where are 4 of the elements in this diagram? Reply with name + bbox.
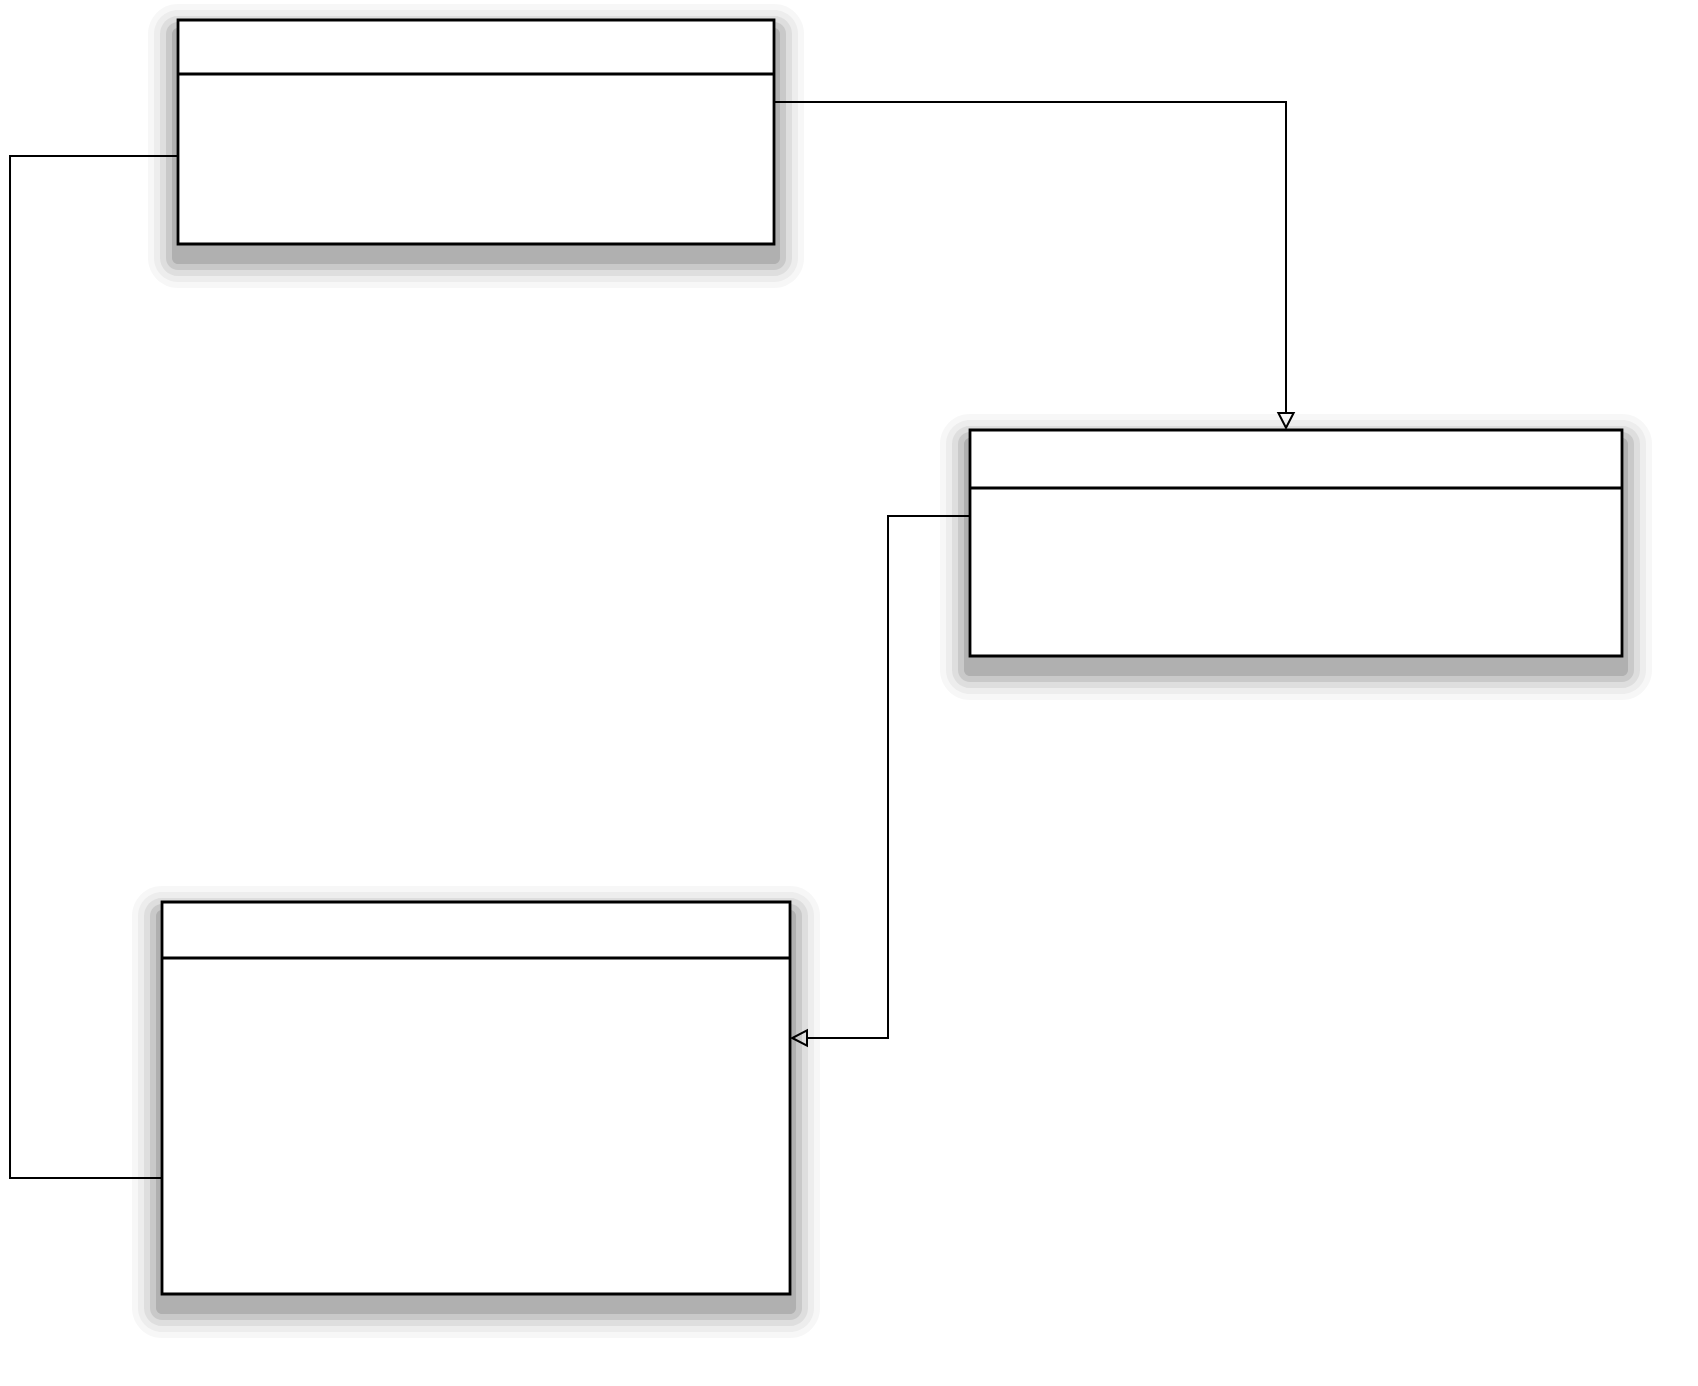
class-box — [160, 900, 792, 1296]
class-box — [968, 428, 1624, 658]
connector — [9, 155, 179, 1179]
class-box — [176, 18, 776, 246]
